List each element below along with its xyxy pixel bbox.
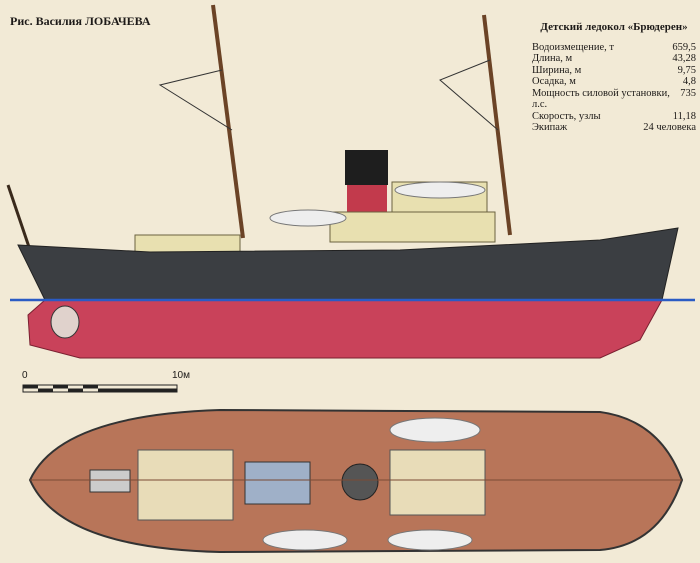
spec-row: Скорость, узлы 11,18 <box>532 111 696 123</box>
spec-value: 4,8 <box>682 76 696 87</box>
illustration-credit: Рис. Василия ЛОБАЧЕВА <box>10 14 151 28</box>
aft-deckhouse <box>329 211 496 243</box>
specs-table: Детский ледокол «Брюдерен» Водоизмещение… <box>532 21 696 134</box>
spec-value: 735 <box>680 87 696 99</box>
spec-row: Водоизмещение, т 659,5 <box>532 42 696 54</box>
main-mast <box>482 14 512 236</box>
lifeboat <box>387 529 473 551</box>
scale-end-label: 10м <box>172 370 190 381</box>
funnel-top <box>345 150 388 185</box>
funnel-top-view <box>341 463 379 501</box>
main-gaff <box>439 59 499 131</box>
spec-row: Осадка, м 4,8 <box>532 76 696 88</box>
lifeboat <box>269 209 347 227</box>
spec-value: 24 человека <box>643 122 696 133</box>
spec-label: Водоизмещение, т <box>532 41 614 53</box>
hatch <box>89 469 131 493</box>
scale-start-label: 0 <box>22 370 28 381</box>
spec-label: Экипаж <box>532 122 568 133</box>
skylights <box>244 461 311 505</box>
specs-title: Детский ледокол «Брюдерен» <box>540 21 688 33</box>
aft-deckhouse-roof <box>389 449 486 516</box>
jib-boom <box>6 184 32 251</box>
spec-value: 11,18 <box>672 110 696 122</box>
spec-row: Ширина, м 9,75 <box>532 65 696 77</box>
spec-label: Мощность силовой установки, л.с. <box>532 87 670 111</box>
fore-mast <box>211 4 245 239</box>
spec-value: 659,5 <box>672 41 696 53</box>
deckhouse-roof <box>137 449 234 521</box>
propeller-icon <box>50 305 80 339</box>
spec-label: Скорость, узлы <box>532 110 601 122</box>
spec-row: Экипаж 24 человека <box>532 122 696 134</box>
spec-label: Длина, м <box>532 53 573 64</box>
spec-row: Длина, м 43,28 <box>532 53 696 65</box>
side-view <box>6 4 695 359</box>
lifeboat <box>389 417 481 443</box>
hull-underwater <box>27 299 663 359</box>
fore-gaff <box>158 69 233 131</box>
scale-bar <box>22 384 178 393</box>
lifeboat <box>262 529 348 551</box>
lifeboat <box>394 181 486 199</box>
spec-label: Осадка, м <box>532 76 576 87</box>
spec-value: 9,75 <box>677 64 696 76</box>
spec-value: 43,28 <box>672 53 696 64</box>
top-view <box>28 408 684 554</box>
spec-row: Мощность силовой установки, л.с. 735 <box>532 88 696 111</box>
spec-label: Ширина, м <box>532 64 582 76</box>
